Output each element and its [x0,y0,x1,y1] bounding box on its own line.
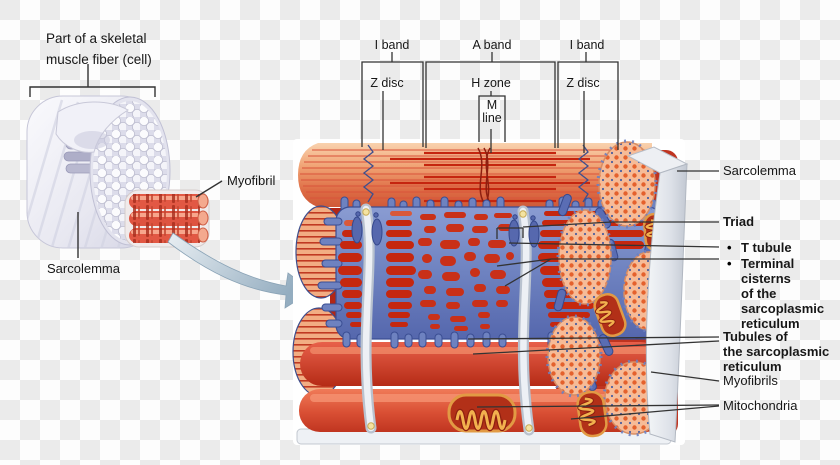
sr-fingers-left [317,217,343,328]
sr-fenestrations [418,212,514,331]
inset-caption: Part of a skeletal muscle fiber (cell) [46,31,152,67]
mitochondrion [447,393,517,433]
label-sarcolemma-inset: Sarcolemma [47,261,120,276]
myofibril-bundle [124,189,210,248]
label-terminal-cisterns: Terminal cisterns of the sarcoplasmic re… [741,256,825,331]
label-tubules-sr: Tubules of the sarcoplasmic reticulum [723,329,830,374]
peeled-sarcolemma-flap [55,101,129,153]
side-leader-lines [467,170,720,420]
label-z-disc-right: Z disc [566,76,600,90]
bullet: • [727,256,732,271]
t-tubule-openings [362,208,533,432]
label-myofibril: Myofibril [227,173,276,188]
t-tubule-bands [351,203,540,436]
curved-arrow-icon [167,232,313,309]
top-myofibril [298,143,652,207]
label-i-band-right: I band [569,38,605,52]
flap-shadow [74,131,110,149]
label-triad: Triad [723,214,755,229]
label-mitochondria: Mitochondria [723,398,798,413]
bullet: • [727,240,732,255]
band-brackets [361,52,619,153]
inset-muscle-fiber [26,64,223,258]
label-i-band-left: I band [374,38,410,52]
label-myofibrils: Myofibrils [723,373,778,388]
terminal-cistern-sacs [351,211,540,248]
label-t-tubule: T tubule [741,240,792,255]
mitochondrion [576,390,608,438]
a-band-filaments [390,151,590,203]
m-line-marks [477,147,491,204]
label-m-line: M line [482,98,502,125]
main-illustration [292,52,720,445]
label-h-zone: H zone [471,76,511,90]
label-a-band: A band [472,38,512,52]
label-z-disc-left: Z disc [370,76,404,90]
label-sarcolemma: Sarcolemma [723,163,796,178]
inset-leader-lines [29,64,223,258]
mitochondrion [593,293,627,337]
z-disc-zigzags [362,144,590,203]
